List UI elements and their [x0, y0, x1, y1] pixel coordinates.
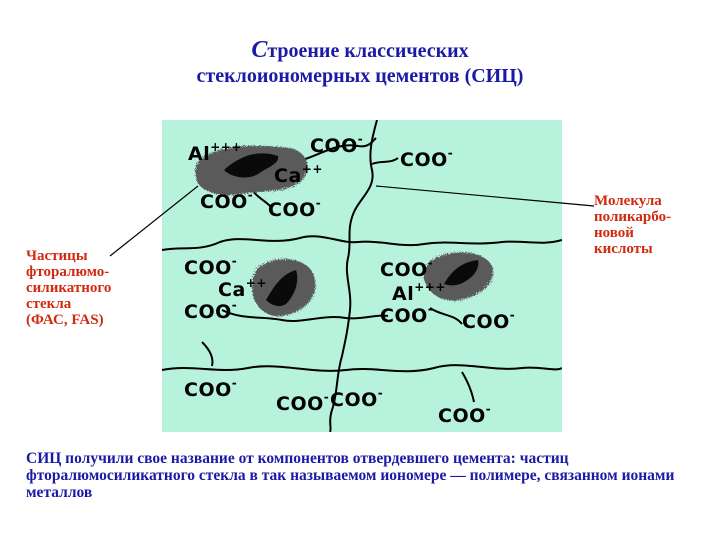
- lower-horizontal-chain: [162, 364, 562, 373]
- middle-left-chain: [221, 309, 389, 322]
- label-line: новой: [594, 225, 634, 241]
- top-right-chain: [371, 157, 399, 165]
- chemical-labels: COO- COO- Al+++ Ca++ COO- COO- COO- Ca++…: [184, 132, 515, 427]
- polymer-chains: [162, 120, 562, 432]
- glass-particle-top: [195, 145, 308, 196]
- label-line: силикатного: [26, 280, 112, 296]
- label-line: Молекула: [594, 193, 662, 209]
- coo-top-1: COO-: [310, 132, 363, 157]
- label-line: Частицы: [26, 248, 88, 264]
- coo-mid-right-3: COO-: [462, 308, 515, 333]
- coo-mid-right-2: COO-: [380, 302, 433, 327]
- lower-right-chain: [461, 371, 475, 403]
- coo-bottom-1: COO-: [184, 376, 237, 401]
- al-ion-right: Al+++: [392, 280, 446, 305]
- glass-particle-middle: [252, 258, 316, 317]
- coo-mid-left-1: COO-: [184, 254, 237, 279]
- gic-structure-diagram: COO- COO- Al+++ Ca++ COO- COO- COO- Ca++…: [162, 120, 562, 432]
- top-chain: [301, 137, 377, 161]
- right-mid-chain: [429, 307, 463, 325]
- main-polymer-chain: [329, 120, 378, 432]
- coo-top-2: COO-: [400, 146, 453, 171]
- middle-horizontal-chain: [162, 235, 562, 251]
- label-line: фторалюмо-: [26, 264, 110, 280]
- label-line: (ФАС, FAS): [26, 312, 104, 328]
- page-subtitle: стеклоиономерных цементов (СИЦ): [196, 65, 524, 87]
- coo-mid-left-2: COO-: [184, 298, 237, 323]
- coo-mid-right-1: COO-: [380, 256, 433, 281]
- coo-bottom-2: COO-: [276, 390, 329, 415]
- coo-bottom-4: COO-: [438, 402, 491, 427]
- page-title-initial: С: [251, 37, 268, 63]
- label-line: поликарбо-: [594, 209, 672, 225]
- page-title: Строение классических: [0, 38, 720, 63]
- al-ion-top: Al+++: [188, 140, 242, 165]
- coo-top-4: COO-: [268, 196, 321, 221]
- glass-particle-right: [424, 252, 494, 301]
- left-tick-chain: [201, 341, 214, 367]
- diagram-canvas: COO- COO- Al+++ Ca++ COO- COO- COO- Ca++…: [162, 120, 562, 432]
- label-line: кислоты: [594, 241, 653, 257]
- label-line: стекла: [26, 296, 72, 312]
- glass-particle-label: Частицы фторалюмо- силикатного стекла (Ф…: [26, 248, 136, 328]
- polyacid-label: Молекула поликарбо- новой кислоты: [594, 193, 704, 257]
- caption-text: СИЦ получили свое название от компоненто…: [26, 450, 675, 501]
- coo-top-3: COO-: [200, 188, 253, 213]
- page-title-line1: троение классических: [267, 40, 469, 62]
- ca-ion-middle: Ca++: [218, 276, 267, 301]
- coo-bottom-3: COO-: [330, 386, 383, 411]
- ca-ion-top: Ca++: [274, 162, 323, 187]
